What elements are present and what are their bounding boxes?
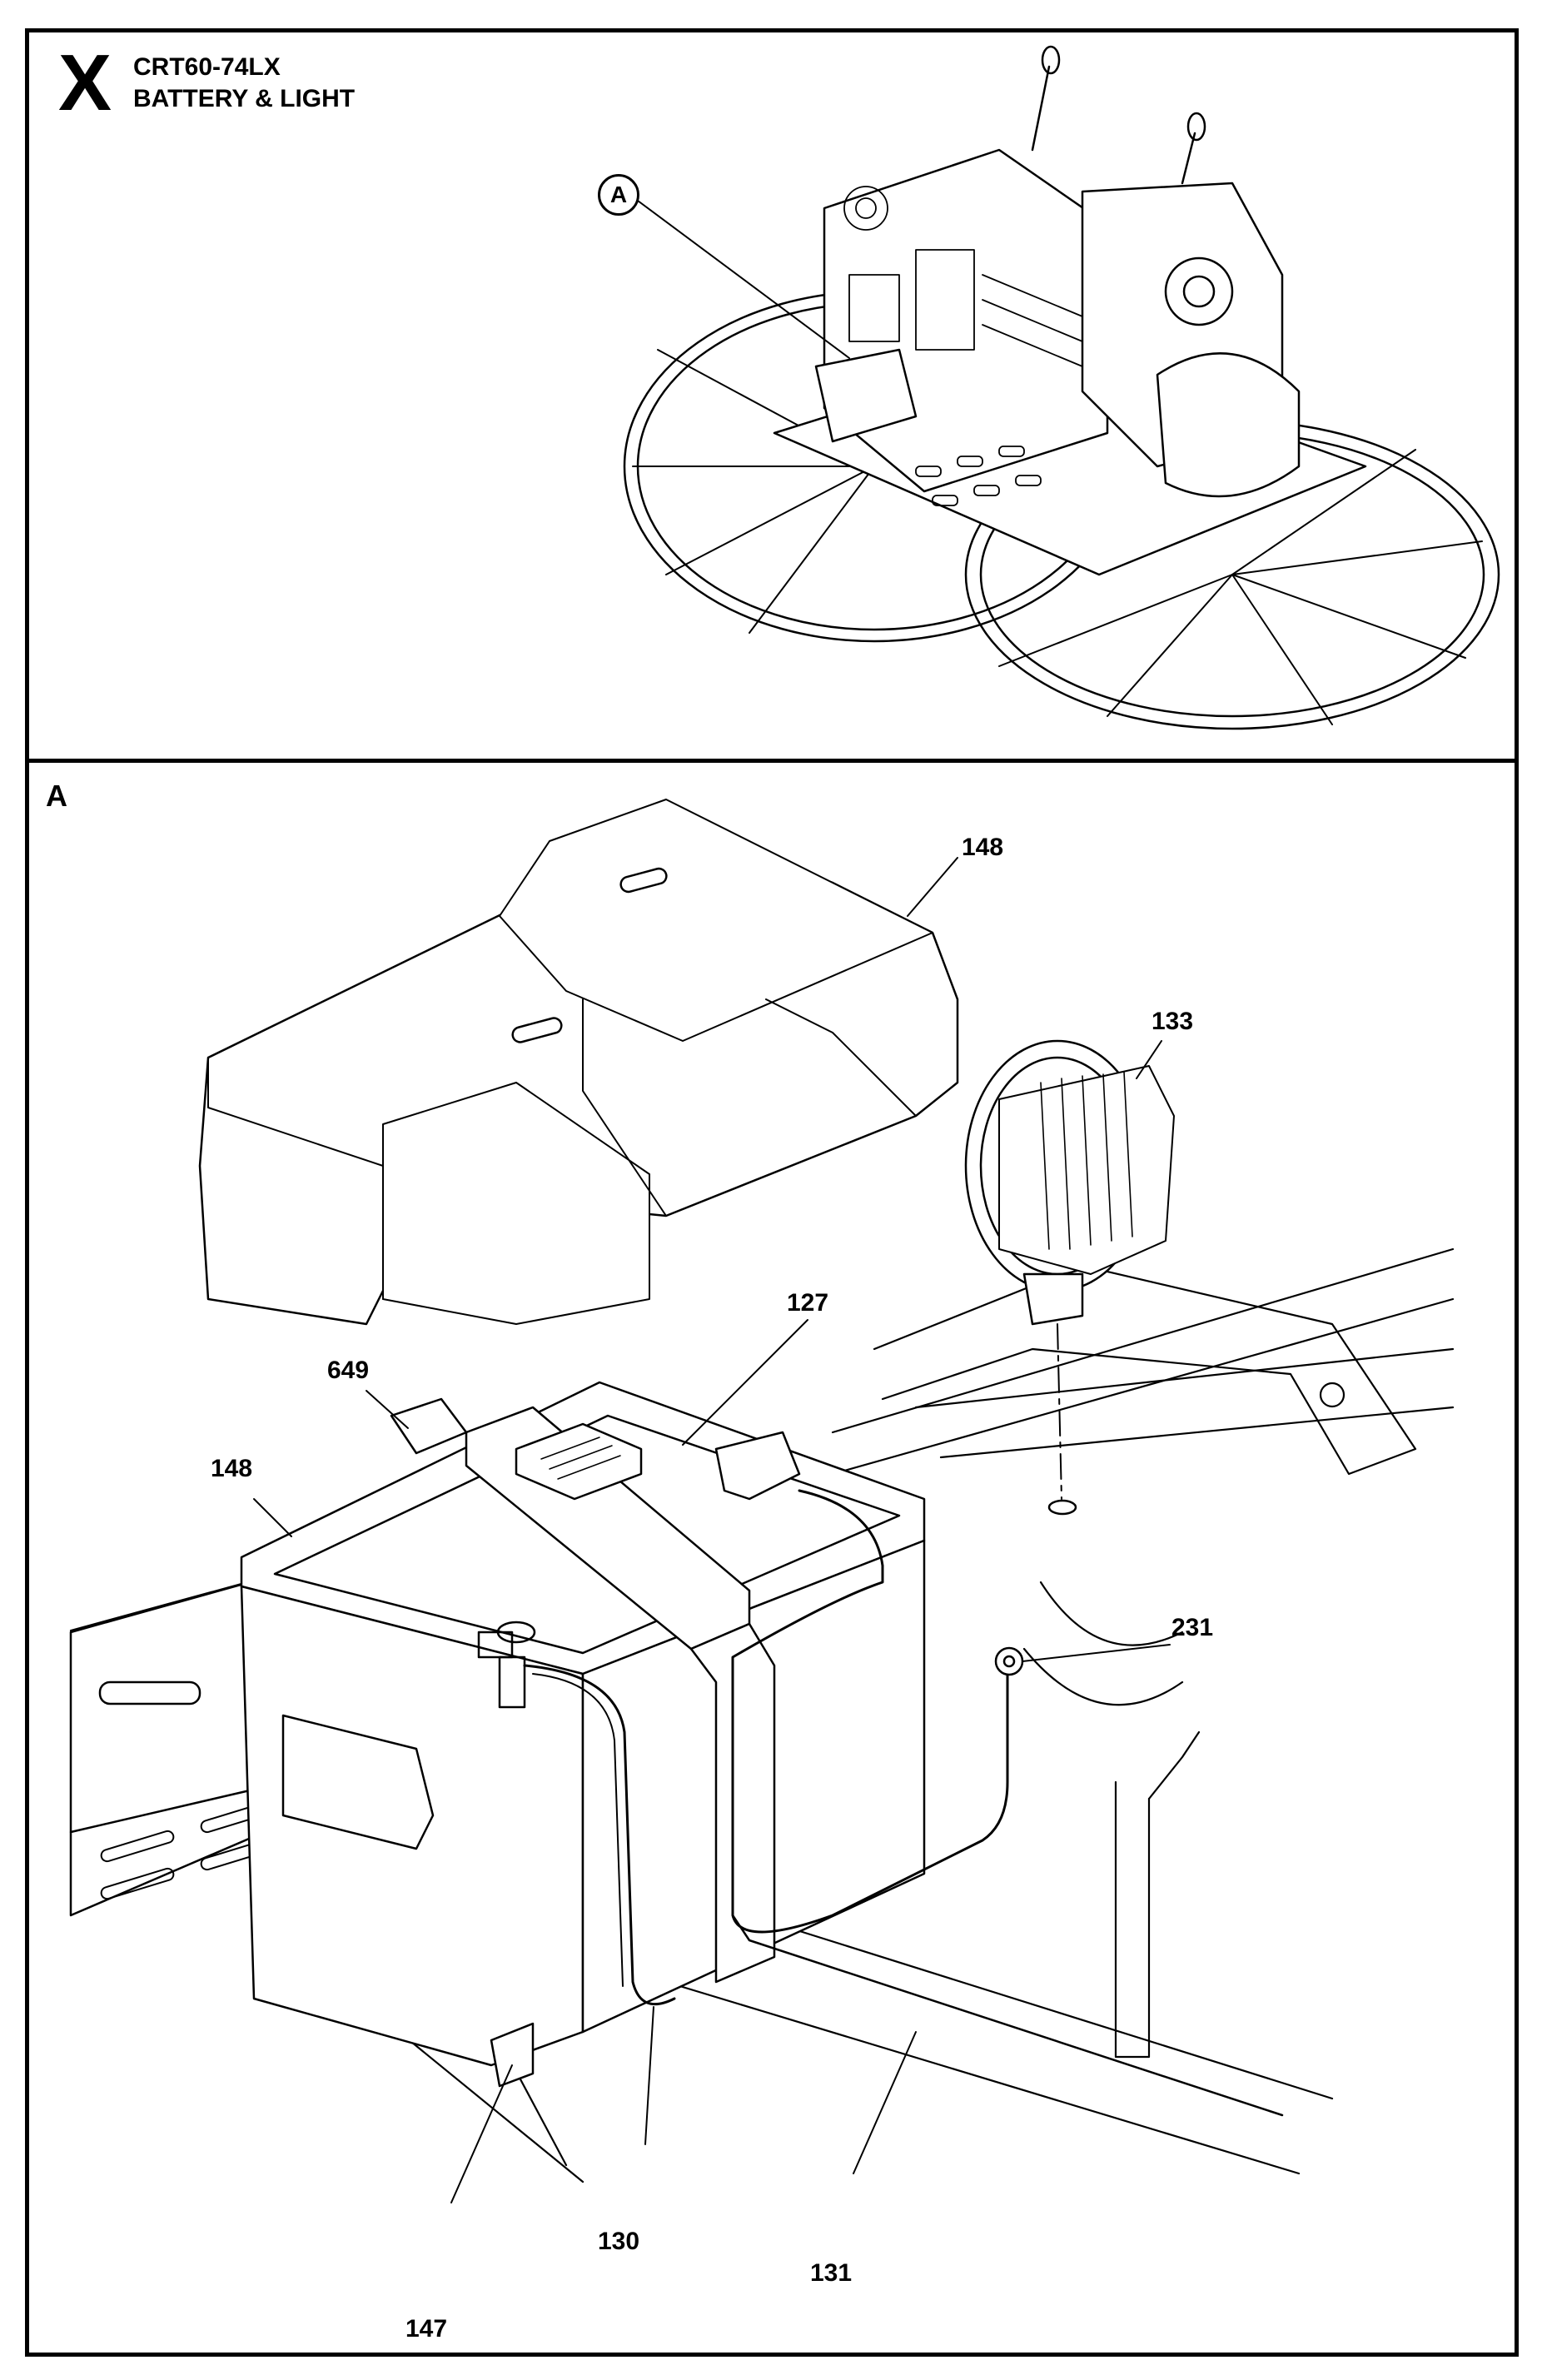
detail-section-label: A [46, 779, 67, 813]
bracket-clip [490, 2022, 535, 2088]
cable-131-run [731, 1914, 1284, 2117]
callout-148-box: 148 [210, 1455, 253, 1482]
strap-buckle [515, 1422, 643, 1501]
guard-spokes [632, 349, 1483, 725]
callout-147: 147 [405, 2315, 448, 2343]
rear-plate [69, 1581, 251, 1834]
callout-231: 231 [1171, 1614, 1214, 1641]
floor-plate-slots [915, 446, 1042, 506]
cable-130 [523, 1664, 676, 2006]
engine-detail [843, 186, 1083, 367]
callout-130: 130 [597, 2228, 640, 2255]
left-joystick-knob [1041, 45, 1061, 75]
gearbox-cover [1156, 352, 1301, 498]
battery-cover [198, 799, 959, 1326]
battery-handle [281, 1714, 435, 1850]
console-fan-hub [1182, 275, 1216, 308]
cable-131 [731, 1489, 1009, 1934]
buckle-ridges [540, 1436, 621, 1480]
model-number: CRT60-74LX [133, 53, 281, 81]
code-letter: X [58, 38, 112, 127]
overview-illustration [623, 45, 1500, 730]
work-light [964, 1039, 1175, 1516]
overview-battery [814, 348, 918, 443]
callout-649: 649 [326, 1357, 370, 1384]
right-joystick [1181, 132, 1196, 185]
cable-130-edge [532, 1673, 624, 1987]
detail-frame [25, 759, 1519, 2357]
callout-127: 127 [786, 1289, 829, 1317]
right-joystick-knob [1186, 112, 1206, 142]
callout-131: 131 [809, 2259, 853, 2287]
detail-leader-line [634, 197, 850, 359]
console-fan [1164, 256, 1234, 326]
ground-lug-hole [1002, 1655, 1016, 1668]
page-title: BATTERY & LIGHT [133, 85, 356, 112]
left-joystick [1031, 65, 1051, 152]
terminal-cap [714, 1431, 801, 1501]
rear-plate-slot [98, 1680, 201, 1705]
callout-leaders [253, 857, 1171, 2203]
spacer-649 [390, 1397, 468, 1455]
negative-terminal [477, 1621, 536, 1709]
detail-marker-a: A [598, 174, 639, 216]
ground-lug [994, 1646, 1024, 1676]
callout-148-cover: 148 [961, 834, 1004, 861]
callout-133: 133 [1151, 1008, 1194, 1035]
